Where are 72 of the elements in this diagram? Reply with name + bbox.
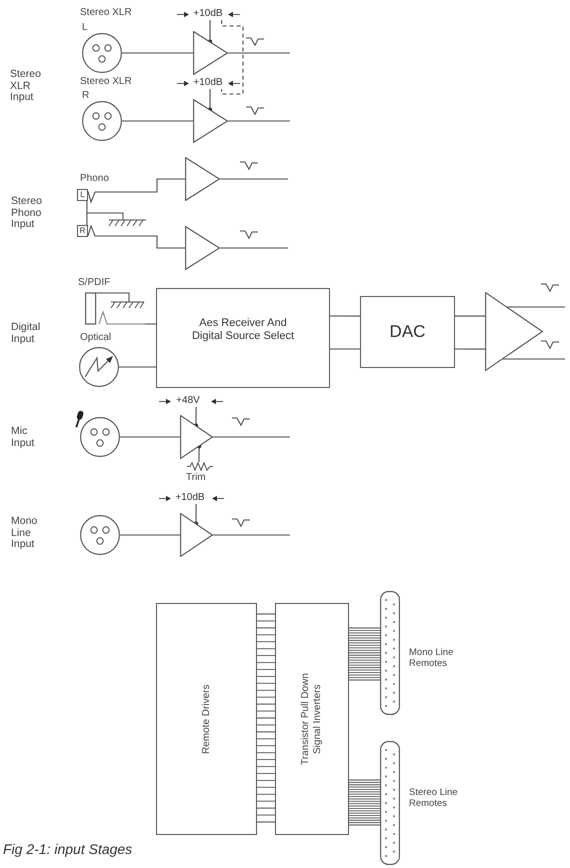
jack-label: S/PDIF	[78, 277, 110, 289]
optical-input-drawing	[79, 347, 119, 387]
signal-line	[122, 120, 193, 122]
signal-line	[87, 224, 185, 249]
jack-label: Stereo XLR	[80, 7, 132, 19]
amplifier-triangle	[180, 513, 213, 557]
signal-line	[145, 323, 156, 325]
ribbon-cable	[348, 628, 380, 680]
process-box: DAC	[360, 296, 455, 368]
terminal-box: R	[77, 225, 88, 237]
d-sub-connector-drawing	[380, 741, 400, 865]
xlr-socket-drawing	[80, 417, 120, 457]
output-line	[220, 178, 288, 180]
xlr-socket-drawing	[82, 33, 122, 73]
resistor-symbol	[187, 462, 213, 471]
control-line	[208, 20, 212, 44]
jack-label: R	[82, 90, 90, 102]
connector-label: Stereo Line Remotes	[409, 788, 459, 809]
resistor-label: Trim	[186, 472, 206, 484]
d-sub-connector-drawing	[380, 591, 400, 715]
output-line	[228, 52, 290, 54]
section-label: Stereo Phono Input	[11, 196, 43, 230]
amplifier-triangle	[485, 292, 543, 371]
output-line	[502, 358, 565, 360]
process-box: Transistor Pull Down Signal Inverters	[275, 603, 349, 835]
control-line	[208, 89, 212, 112]
amplifier-triangle	[185, 157, 220, 201]
control-label: +10dB	[191, 8, 225, 20]
signal-line	[455, 348, 485, 350]
signal-line	[455, 315, 485, 317]
xlr-socket-drawing	[80, 515, 120, 555]
section-label: Digital Input	[11, 322, 42, 345]
output-line	[213, 436, 290, 438]
control-label: +10dB	[173, 492, 207, 504]
amplifier-triangle	[185, 226, 220, 270]
xlr-socket-drawing	[82, 101, 122, 141]
amplifier-triangle	[193, 31, 228, 75]
terminal-box: L	[77, 189, 88, 201]
signal-line	[120, 534, 180, 536]
control-label: +10dB	[191, 77, 225, 89]
signal-line	[122, 52, 193, 54]
spdif-jack-drawing	[85, 292, 145, 325]
process-box: Remote Drivers	[156, 603, 257, 835]
connector-label: Mono Line Remotes	[409, 648, 454, 669]
jack-label: Stereo XLR	[80, 76, 132, 88]
control-line	[194, 504, 198, 526]
output-line	[213, 534, 290, 536]
dashed-link-line	[221, 20, 244, 95]
jack-label: Phono	[80, 173, 109, 185]
ribbon-cable	[256, 614, 276, 822]
jack-label: Optical	[80, 332, 112, 344]
signal-line	[120, 436, 180, 438]
amplifier-triangle	[180, 415, 213, 459]
section-label: Mono Line Input	[11, 516, 38, 550]
output-line	[220, 247, 288, 249]
control-line	[196, 444, 202, 462]
signal-line	[330, 315, 360, 317]
amplifier-triangle	[193, 99, 228, 143]
figure-caption: Fig 2-1: input Stages	[3, 840, 132, 858]
sleeve-line	[86, 201, 88, 225]
signal-line	[330, 348, 360, 350]
jack-label: L	[82, 22, 88, 34]
section-label: Mic Input	[11, 426, 36, 449]
control-label: +48V	[173, 395, 203, 407]
ribbon-cable	[348, 780, 380, 826]
process-box: Aes Receiver And Digital Source Select	[156, 288, 330, 388]
signal-line	[119, 366, 156, 368]
control-line	[194, 407, 198, 428]
signal-line	[87, 178, 185, 204]
output-line	[507, 306, 565, 308]
output-line	[228, 120, 290, 122]
section-label: Stereo XLR Input	[10, 69, 42, 104]
